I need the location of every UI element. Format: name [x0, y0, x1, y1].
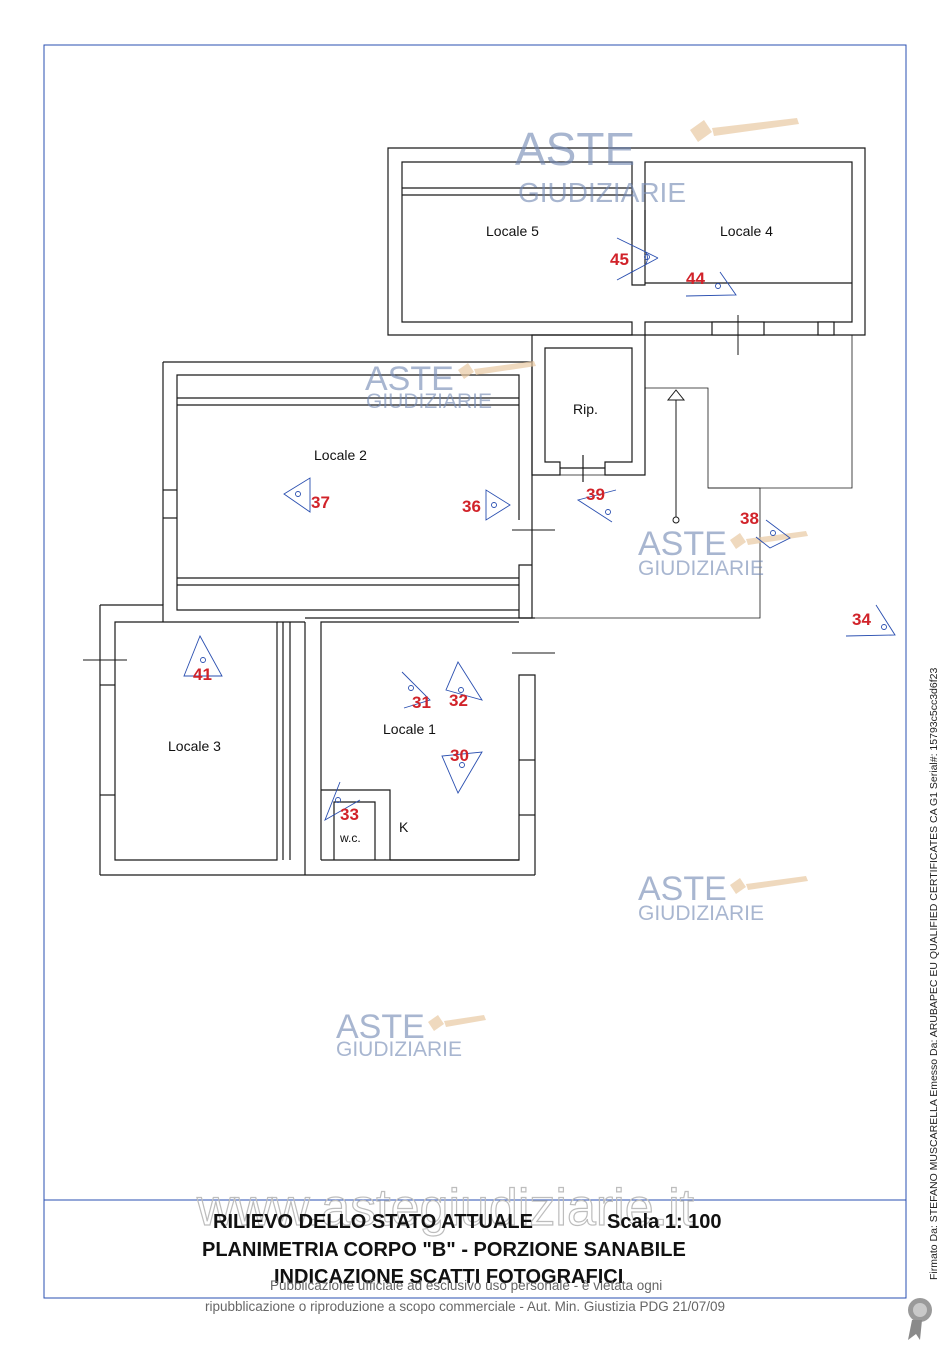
- shot-number-30: 30: [450, 746, 469, 765]
- gavel-icon: [730, 531, 808, 549]
- shot-number-38: 38: [740, 509, 759, 528]
- watermark-giudiziarie: GIUDIZIARIE: [518, 177, 686, 208]
- website-watermark: www.astegiudiziarie.it: [196, 1179, 695, 1237]
- room-label-wc: w.c.: [339, 831, 361, 845]
- camera-icon: [401, 671, 431, 709]
- shot-number-41: 41: [193, 665, 212, 684]
- watermark-aste: ASTE: [515, 123, 635, 175]
- camera-icon: [485, 489, 511, 521]
- gavel-icon: [690, 118, 799, 142]
- footer-line-2: ripubblicazione o riproduzione a scopo c…: [205, 1299, 725, 1314]
- scale-label: Scala 1: 100: [607, 1211, 722, 1233]
- shot-number-44: 44: [686, 269, 705, 288]
- watermark-giudiziarie: GIUDIZIARIE: [336, 1038, 462, 1061]
- shot-number-37: 37: [311, 493, 330, 512]
- title-line-1: RILIEVO DELLO STATO ATTUALE: [213, 1211, 533, 1233]
- sheet-frame: [43, 44, 907, 1299]
- camera-icon: [183, 634, 223, 677]
- shot-number-45: 45: [610, 250, 629, 269]
- title-line-3: INDICAZIONE SCATTI FOTOGRAFICI: [274, 1266, 623, 1288]
- camera-icon: [616, 237, 659, 281]
- gavel-icon: [428, 1015, 486, 1031]
- camera-icon: [845, 604, 896, 637]
- camera-icon: [324, 781, 361, 822]
- camera-icon: [755, 519, 791, 549]
- gavel-icon: [458, 361, 536, 379]
- camera-icon: [685, 271, 737, 297]
- digital-signature: Firmato Da: STEFANO MUSCARELLA Emesso Da…: [928, 668, 940, 1280]
- watermark-1: ASTE GIUDIZIARIE: [515, 118, 799, 208]
- gavel-icon: [730, 876, 808, 894]
- room-label-locale1: Locale 1: [383, 721, 436, 737]
- room-label-k: K: [399, 819, 409, 835]
- shot-number-33: 33: [340, 805, 359, 824]
- room-label-locale2: Locale 2: [314, 447, 367, 463]
- shot-number-32: 32: [449, 691, 468, 710]
- seal-icon: [908, 1298, 932, 1340]
- room-label-rip: Rip.: [573, 401, 598, 417]
- shot-number-31: 31: [412, 693, 431, 712]
- watermark-aste: ASTE: [638, 870, 727, 908]
- walls: [99, 147, 866, 876]
- camera-markers: [183, 237, 896, 822]
- watermark-aste: ASTE: [638, 525, 727, 563]
- watermark-4: ASTE GIUDIZIARIE: [638, 870, 808, 925]
- room-label-locale4: Locale 4: [720, 223, 773, 239]
- door-markers: [83, 315, 739, 661]
- shot-number-39: 39: [586, 485, 605, 504]
- watermark-aste: ASTE: [365, 360, 454, 398]
- watermark-giudiziarie: GIUDIZIARIE: [366, 390, 492, 413]
- camera-icon: [445, 661, 484, 701]
- camera-icon: [441, 751, 483, 794]
- stair-arrow: [666, 389, 686, 524]
- shot-number-34: 34: [852, 610, 871, 629]
- watermark-5: ASTE GIUDIZIARIE: [336, 1008, 486, 1061]
- footer-line-1: Pubblicazione ufficiale ad esclusivo uso…: [270, 1278, 662, 1293]
- watermark-3: ASTE GIUDIZIARIE: [638, 525, 808, 580]
- room-label-locale3: Locale 3: [168, 738, 221, 754]
- room-label-locale5: Locale 5: [486, 223, 539, 239]
- title-line-2: PLANIMETRIA CORPO "B" - PORZIONE SANABIL…: [202, 1239, 686, 1261]
- watermark-giudiziarie: GIUDIZIARIE: [638, 902, 764, 925]
- camera-icon: [283, 477, 311, 513]
- watermark-giudiziarie: GIUDIZIARIE: [638, 557, 764, 580]
- watermark-aste: ASTE: [336, 1008, 425, 1046]
- shot-number-36: 36: [462, 497, 481, 516]
- camera-icon: [576, 489, 617, 523]
- watermark-2: ASTE GIUDIZIARIE: [365, 360, 536, 413]
